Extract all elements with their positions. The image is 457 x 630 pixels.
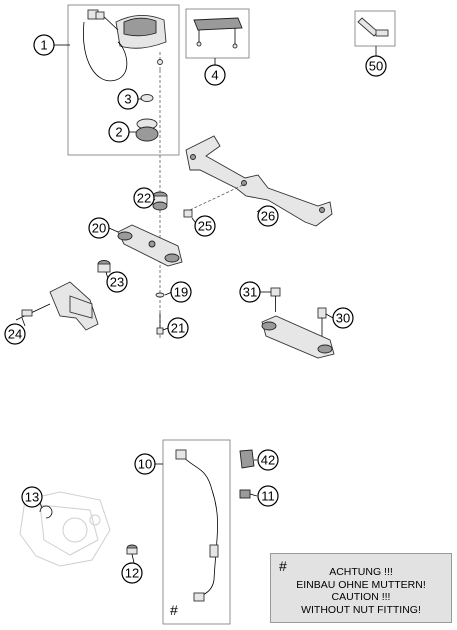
svg-text:20: 20 (92, 221, 106, 236)
speedometer-cable (175, 449, 219, 602)
cable-hash-mark: # (170, 602, 178, 618)
note-line: ACHTUNG !!! (329, 566, 393, 578)
nut-part (126, 544, 138, 555)
wheel-hub-outline (19, 491, 111, 567)
pin-part (357, 17, 389, 37)
note-line: WITHOUT NUT FITTING! (301, 603, 421, 616)
note-line: CAUTION !!! (331, 591, 391, 603)
callout-4: 4 (204, 64, 226, 86)
svg-text:21: 21 (171, 321, 185, 336)
callout-42: 42 (257, 449, 279, 471)
note-text: ACHTUNG !!! EINBAU OHNE MUTTERN! CAUTION… (271, 566, 451, 616)
callout-leaders (21, 44, 377, 564)
part-50-frame (354, 10, 396, 47)
svg-text:50: 50 (369, 59, 383, 74)
speedometer (82, 9, 167, 82)
callout-2: 2 (108, 121, 130, 143)
svg-text:30: 30 (336, 311, 350, 326)
callout-11: 11 (257, 485, 279, 507)
spacer-part (183, 209, 193, 218)
drive-part (135, 118, 159, 142)
svg-text:25: 25 (198, 219, 212, 234)
callout-26: 26 (257, 205, 279, 227)
bolt-part (270, 287, 281, 312)
note-hash-mark: # (279, 558, 287, 574)
svg-text:3: 3 (124, 92, 131, 107)
callout-20: 20 (88, 217, 110, 239)
rubber-damper (152, 191, 168, 211)
svg-text:4: 4 (211, 68, 218, 83)
svg-text:1: 1 (40, 38, 47, 53)
callout-31: 31 (239, 281, 261, 303)
bracket-kit-frame (185, 8, 250, 59)
svg-text:24: 24 (8, 327, 22, 342)
callout-21: 21 (167, 317, 189, 339)
svg-text:19: 19 (174, 285, 188, 300)
note-line: EINBAU OHNE MUTTERN! (296, 578, 426, 591)
screw-part (156, 313, 164, 335)
lower-clamp (261, 307, 335, 359)
callout-24: 24 (4, 323, 26, 345)
axis-bracket (189, 183, 246, 211)
bracket-kit (193, 17, 243, 49)
caution-note: # ACHTUNG !!! EINBAU OHNE MUTTERN! CAUTI… (270, 553, 452, 623)
ring-part (140, 94, 154, 102)
svg-text:11: 11 (261, 489, 275, 504)
cable-group-frame (162, 439, 231, 625)
callout-22: 22 (133, 187, 155, 209)
callout-10: 10 (134, 453, 156, 475)
svg-text:42: 42 (261, 453, 275, 468)
long-bracket (185, 135, 333, 227)
svg-text:12: 12 (125, 566, 139, 581)
callout-12: 12 (121, 562, 143, 584)
damper-part (97, 260, 111, 273)
callout-19: 19 (170, 281, 192, 303)
speedometer-group-frame (67, 4, 180, 156)
washer-part (155, 292, 165, 298)
cable-cap (239, 449, 255, 469)
clip-part (239, 489, 251, 499)
callout-50: 50 (365, 55, 387, 77)
callout-1: 1 (33, 34, 55, 56)
callout-3: 3 (117, 88, 139, 110)
svg-text:31: 31 (243, 285, 257, 300)
svg-text:22: 22 (137, 191, 151, 206)
snap-ring (39, 505, 53, 519)
svg-text:26: 26 (261, 209, 275, 224)
mount-plate (15, 281, 99, 331)
svg-text:23: 23 (110, 275, 124, 290)
triple-clamp (117, 224, 183, 267)
callout-23: 23 (106, 271, 128, 293)
svg-text:10: 10 (138, 457, 152, 472)
callout-25: 25 (194, 215, 216, 237)
svg-text:13: 13 (25, 490, 39, 505)
callout-13: 13 (21, 486, 43, 508)
callout-30: 30 (332, 307, 354, 329)
svg-text:2: 2 (115, 125, 122, 140)
